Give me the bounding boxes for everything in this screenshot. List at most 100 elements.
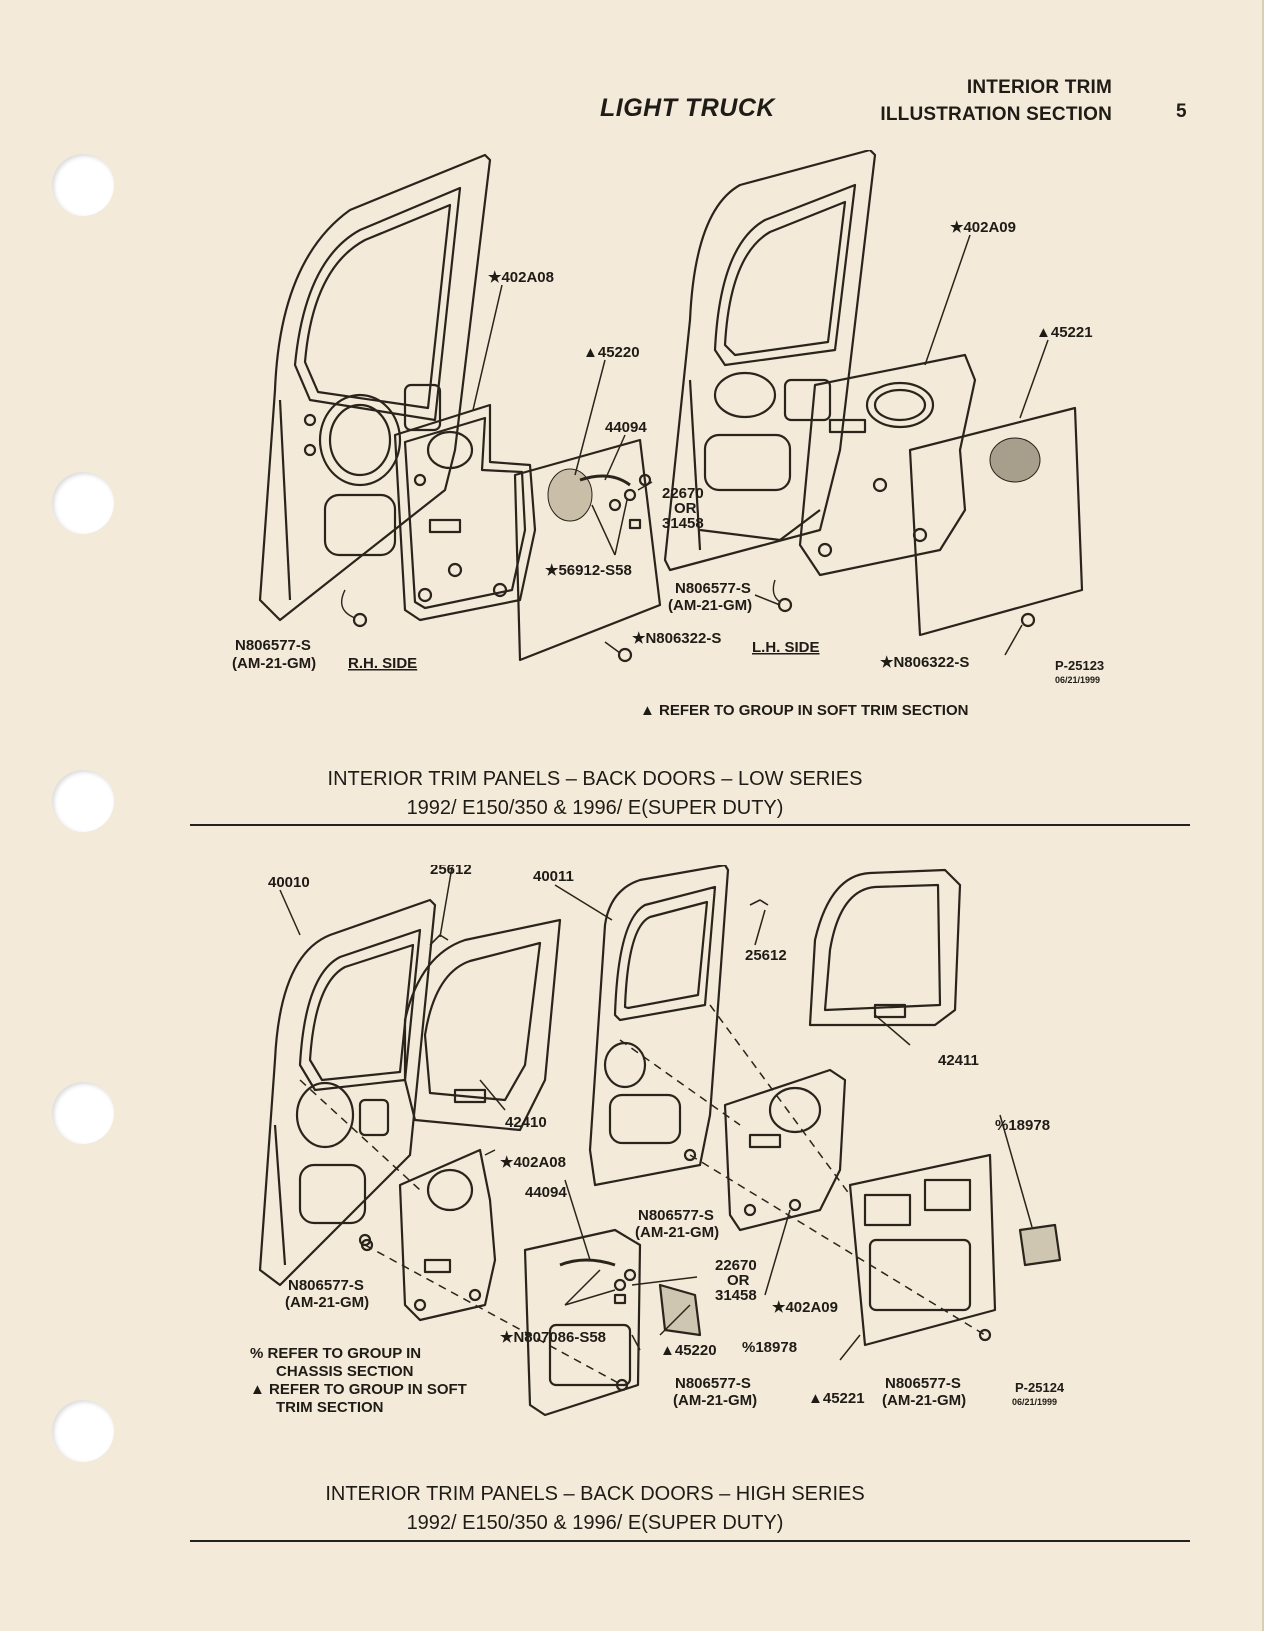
chassis-note-line-2: CHASSIS SECTION — [276, 1363, 414, 1380]
label-25612-a: 25612 — [430, 865, 472, 878]
label-25612-b: 25612 — [745, 947, 787, 964]
label-42410: 42410 — [505, 1114, 547, 1131]
label-am21-c: (AM-21-GM) — [673, 1392, 757, 1409]
label-56912-s58: ★56912-S58 — [545, 562, 632, 579]
label-rh-side: R.H. SIDE — [348, 655, 417, 672]
label-45221: ▲45221 — [1036, 324, 1093, 341]
label-lh-side: L.H. SIDE — [752, 639, 820, 656]
label-31458: 31458 — [715, 1287, 757, 1304]
screw-n806577-c — [615, 1378, 629, 1392]
label-44094: 44094 — [525, 1184, 567, 1201]
rh-door-40010 — [258, 898, 437, 1287]
lh-door-window — [713, 183, 857, 367]
section-line-1: INTERIOR TRIM — [966, 77, 1112, 98]
lh-door-outline — [663, 150, 877, 572]
caption-line-1: INTERIOR TRIM PANELS – BACK DOORS – HIGH… — [325, 1483, 865, 1505]
caption-line-2: 1992/ E150/350 & 1996/ E(SUPER DUTY) — [406, 1512, 784, 1534]
label-402a09: ★402A09 — [772, 1299, 838, 1316]
figure-date: 06/21/1999 — [1012, 1397, 1057, 1407]
label-402a08: ★402A08 — [488, 269, 554, 286]
binder-hole — [52, 472, 114, 534]
label-45220: ▲45220 — [583, 344, 640, 361]
lh-trim-panel-45221 — [908, 406, 1084, 637]
soft-trim-note-line-1: ▲ REFER TO GROUP IN SOFT — [250, 1381, 467, 1398]
lh-inner-panel-402a09 — [723, 1068, 847, 1232]
figure-caption-low-series: INTERIOR TRIM PANELS – BACK DOORS – LOW … — [190, 765, 1000, 823]
soft-trim-note-line-2: TRIM SECTION — [276, 1399, 384, 1416]
lh-inner-panel-402a09 — [798, 353, 977, 577]
screw-n806577-mid — [777, 597, 793, 613]
binder-hole — [52, 1400, 114, 1462]
soft-trim-note: ▲ REFER TO GROUP IN SOFT TRIM SECTION — [640, 702, 968, 719]
label-n806577-left: N806577-S — [235, 637, 311, 654]
section-heading: INTERIOR TRIM ILLUSTRATION SECTION — [880, 74, 1112, 128]
figure-low-series-diagram: ★402A08 ▲45220 44094 22670 OR 31458 ★569… — [232, 150, 1104, 719]
pull-handle-44094 — [559, 1258, 616, 1267]
page-title: LIGHT TRUCK — [600, 94, 775, 122]
label-22670: 22670 — [715, 1257, 757, 1274]
label-am21-left: (AM-21-GM) — [232, 655, 316, 672]
rh-trim-panel-45220 — [513, 438, 662, 662]
caption-line-2: 1992/ E150/350 & 1996/ E(SUPER DUTY) — [406, 797, 784, 819]
label-n806322-right: ★N806322-S — [880, 654, 969, 671]
caption-line-1: INTERIOR TRIM PANELS – BACK DOORS – LOW … — [327, 768, 863, 790]
binder-hole — [52, 1082, 114, 1144]
rh-trim-panel-45220 — [523, 1228, 642, 1417]
figure-code: P-25123 — [1055, 658, 1104, 673]
figure-high-series-diagram: 40010 25612 40011 25612 42410 42411 %189… — [250, 865, 1065, 1417]
label-18978-a: %18978 — [995, 1117, 1050, 1134]
rh-window-frame-42410 — [403, 918, 562, 1132]
label-45221: ▲45221 — [808, 1390, 865, 1407]
label-n806577-b: N806577-S — [638, 1207, 714, 1224]
rh-door-window — [293, 186, 462, 422]
label-18978-b: %18978 — [742, 1339, 797, 1356]
label-402a09: ★402A09 — [950, 219, 1016, 236]
section-line-2: ILLUSTRATION SECTION — [880, 104, 1112, 125]
screw-n806577-d — [978, 1328, 992, 1342]
label-or: OR — [674, 500, 697, 517]
rh-door-speaker-opening — [318, 393, 402, 487]
page-number: 5 — [1176, 101, 1187, 122]
label-am21-a: (AM-21-GM) — [285, 1294, 369, 1311]
lh-window-frame-42411 — [808, 868, 962, 1027]
figure-date: 06/21/1999 — [1055, 675, 1100, 685]
label-or: OR — [727, 1272, 750, 1289]
lh-door-40011 — [588, 865, 730, 1187]
label-n806322-mid: ★N806322-S — [632, 630, 721, 647]
pull-handle-44094 — [579, 474, 631, 487]
label-22670: 22670 — [662, 485, 704, 502]
rh-inner-panel-402a08 — [393, 403, 537, 622]
label-am21-mid: (AM-21-GM) — [668, 597, 752, 614]
label-31458: 31458 — [662, 515, 704, 532]
label-402a08: ★402A08 — [500, 1154, 566, 1171]
label-n807086-s58: ★N807086-S58 — [500, 1329, 606, 1346]
screw-n806577-b — [683, 1148, 697, 1162]
rh-door-outline — [258, 153, 492, 622]
label-44094: 44094 — [605, 419, 647, 436]
lh-trim-panel-45221 — [848, 1153, 997, 1347]
figure-caption-high-series: INTERIOR TRIM PANELS – BACK DOORS – HIGH… — [190, 1480, 1000, 1538]
label-n806577-d: N806577-S — [885, 1375, 961, 1392]
label-42411: 42411 — [938, 1052, 979, 1069]
divider-rule — [190, 824, 1190, 826]
handle-cup-18978 — [658, 1283, 702, 1337]
screw-n806577-a — [360, 1238, 374, 1252]
chassis-note-line-1: % REFER TO GROUP IN — [250, 1345, 421, 1362]
label-40010: 40010 — [268, 874, 310, 891]
screw-n806577-left — [352, 612, 368, 628]
clip-25612-b — [749, 899, 769, 906]
screw-n806322-right — [1020, 612, 1036, 628]
label-n806577-mid: N806577-S — [675, 580, 751, 597]
label-45220: ▲45220 — [660, 1342, 717, 1359]
label-am21-d: (AM-21-GM) — [882, 1392, 966, 1409]
divider-rule — [190, 1540, 1190, 1542]
screw-n806322-mid — [617, 647, 633, 663]
handle-cup-18978-b — [1018, 1223, 1062, 1267]
label-n806577-a: N806577-S — [288, 1277, 364, 1294]
binder-hole — [52, 770, 114, 832]
label-40011: 40011 — [533, 868, 574, 885]
rh-inner-panel-402a08 — [398, 1148, 497, 1322]
label-am21-b: (AM-21-GM) — [635, 1224, 719, 1241]
label-n806577-c: N806577-S — [675, 1375, 751, 1392]
